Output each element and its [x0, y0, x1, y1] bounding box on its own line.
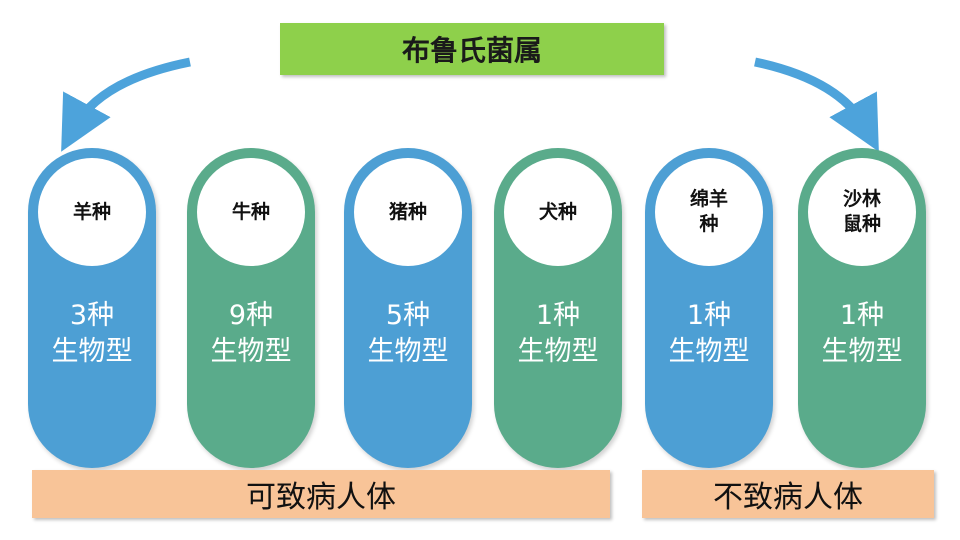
species-pill-6: 沙林 鼠种 1种 生物型 — [798, 148, 926, 468]
species-name-2: 牛种 — [197, 158, 305, 266]
nonpathogenic-band: 不致病人体 — [642, 470, 934, 518]
species-pill-3: 猪种 5种 生物型 — [344, 148, 472, 468]
species-pill-2: 牛种 9种 生物型 — [187, 148, 315, 468]
species-count-2: 9种 生物型 — [210, 300, 292, 368]
species-pill-1: 羊种 3种 生物型 — [28, 148, 156, 468]
diagram-title: 布鲁氏菌属 — [280, 23, 664, 75]
species-pill-4: 犬种 1种 生物型 — [494, 148, 622, 468]
right-curved-arrow-icon — [754, 57, 879, 152]
species-name-6: 沙林 鼠种 — [808, 158, 916, 266]
species-count-3: 5种 生物型 — [367, 300, 449, 368]
species-name-3: 猪种 — [354, 158, 462, 266]
species-pill-5: 绵羊 种 1种 生物型 — [645, 148, 773, 468]
pathogenic-band: 可致病人体 — [32, 470, 610, 518]
species-count-1: 3种 生物型 — [51, 300, 133, 368]
species-count-4: 1种 生物型 — [517, 300, 599, 368]
left-curved-arrow-icon — [61, 57, 191, 152]
species-count-5: 1种 生物型 — [668, 300, 750, 368]
species-name-5: 绵羊 种 — [655, 158, 763, 266]
species-count-6: 1种 生物型 — [821, 300, 903, 368]
species-name-1: 羊种 — [38, 158, 146, 266]
species-name-4: 犬种 — [504, 158, 612, 266]
